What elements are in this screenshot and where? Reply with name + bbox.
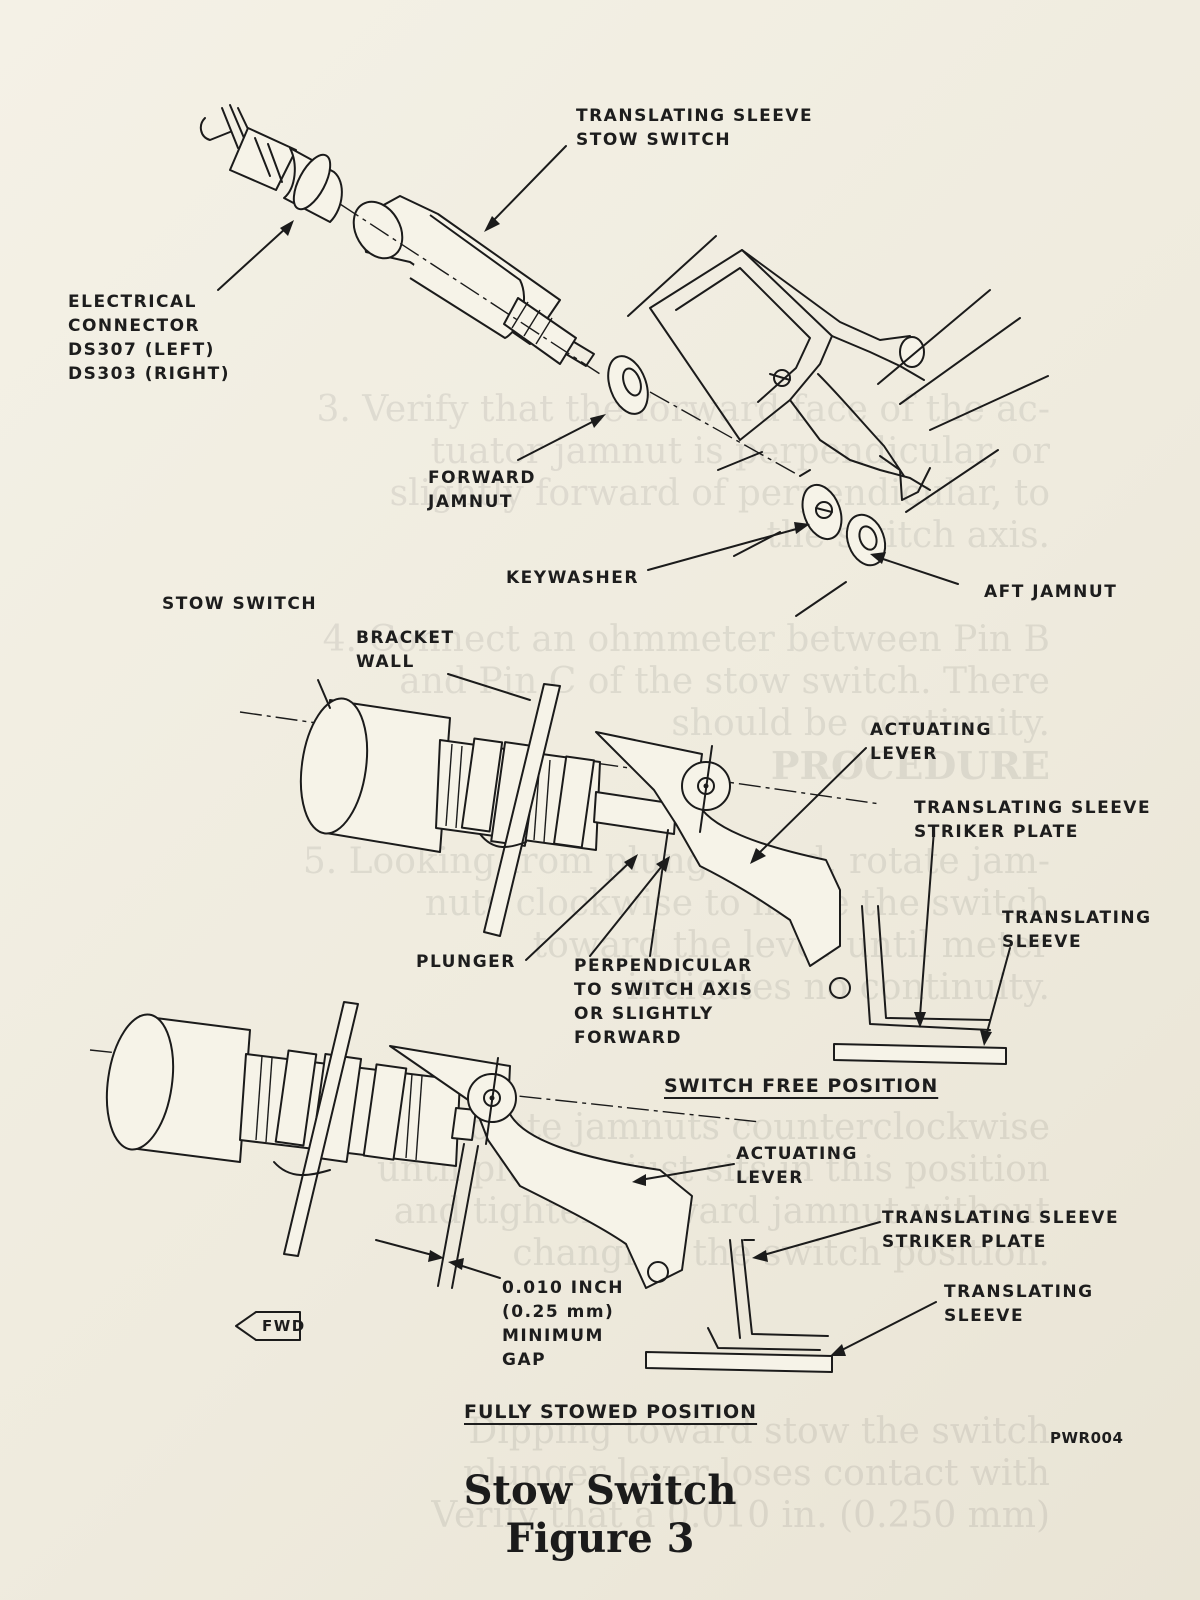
bleed-through-line: and Pin C of the stow switch. There — [399, 662, 1050, 702]
label-line: ACTUATING — [870, 720, 992, 740]
label-line: ELECTRICAL — [68, 292, 198, 312]
label-translating-sleeve: TRANSLATING SLEEVE — [944, 1280, 1094, 1328]
label-stow-switch: STOW SWITCH — [162, 594, 318, 614]
label-line: DS303 (RIGHT) — [68, 364, 230, 384]
label-translating-sleeve-stow-switch: TRANSLATING SLEEVE STOW SWITCH — [576, 104, 813, 152]
bleed-through-line: 4. Connect an ohmmeter between Pin B — [322, 620, 1050, 660]
label-line: SLEEVE — [944, 1306, 1025, 1326]
label-line: JAMNUT — [428, 492, 514, 512]
bleed-through-line: changing the switch position. — [512, 1234, 1050, 1274]
bleed-through-line: nuts clockwise to move the switch — [424, 884, 1050, 924]
bleed-through-line: indicates no continuity. — [626, 968, 1050, 1008]
fwd-arrow-label: FWD — [262, 1317, 306, 1335]
aft-jamnut-part — [845, 513, 887, 567]
bleed-through-line: should be continuity. — [671, 704, 1050, 744]
label-line: CONNECTOR — [68, 316, 201, 336]
heading-switch-free-position: SWITCH FREE POSITION — [664, 1075, 939, 1097]
label-line: TRANSLATING SLEEVE — [914, 798, 1152, 818]
figure-code: PWR004 — [1050, 1429, 1124, 1447]
label-actuating-lever: ACTUATING LEVER — [870, 718, 992, 766]
label-translating-sleeve: TRANSLATING SLEEVE — [1002, 906, 1152, 954]
label-striker-plate: TRANSLATING SLEEVE STRIKER PLATE — [914, 796, 1151, 844]
label-aft-jamnut: AFT JAMNUT — [984, 582, 1118, 602]
label-line: TRANSLATING SLEEVE — [576, 106, 814, 126]
stow-switch-part — [339, 195, 601, 375]
bleed-through-line: plunger lever loses contact with — [463, 1454, 1050, 1494]
label-striker-plate: TRANSLATING SLEEVE STRIKER PLATE — [882, 1206, 1119, 1254]
label-line: 0.010 INCH — [502, 1278, 624, 1298]
bleed-through-line: 3. Verify that the forward face of the a… — [316, 390, 1050, 430]
figure-title: Stow Switch — [463, 1467, 737, 1514]
bleed-through-line: PROCEDURE — [770, 746, 1050, 786]
label-line: BRACKET — [356, 628, 455, 648]
label-line: DS307 (LEFT) — [68, 340, 215, 360]
label-minimum-gap: 0.010 INCH (0.25 mm) MINIMUM GAP — [502, 1276, 624, 1372]
label-line: TRANSLATING — [944, 1282, 1094, 1302]
figure-number: Figure 3 — [505, 1515, 695, 1562]
label-line: OR SLIGHTLY — [574, 1004, 714, 1024]
fully-stowed-view — [89, 1001, 937, 1373]
bleed-through-line: until plunger just sits in this position — [376, 1150, 1050, 1190]
bleed-through-line: Verify that a 0.010 in. (0.250 mm) — [431, 1496, 1050, 1536]
label-line: TO SWITCH AXIS — [574, 980, 754, 1000]
label-line: WALL — [356, 652, 415, 672]
electrical-connector-part — [199, 104, 343, 223]
label-line: SLEEVE — [1002, 932, 1083, 952]
forward-jamnut-part — [607, 355, 649, 415]
label-line: FORWARD — [428, 468, 537, 488]
label-line: LEVER — [736, 1168, 804, 1188]
label-keywasher: KEYWASHER — [506, 568, 639, 588]
label-line: LEVER — [870, 744, 938, 764]
bleed-through-line: slightly forward of perpendicular, to — [389, 474, 1050, 514]
bleed-through-line: and tighten forward jamnut without — [393, 1192, 1050, 1232]
label-line: TRANSLATING — [1002, 908, 1152, 928]
bracket-part — [627, 235, 1049, 513]
label-bracket-wall: BRACKET WALL — [356, 626, 455, 674]
label-line: GAP — [502, 1350, 547, 1370]
keywasher-part — [801, 483, 843, 541]
label-actuating-lever: ACTUATING LEVER — [736, 1142, 858, 1190]
exploded-view — [199, 104, 1049, 617]
label-line: (0.25 mm) — [502, 1302, 615, 1322]
label-plunger: PLUNGER — [416, 952, 516, 972]
label-line: TRANSLATING SLEEVE — [882, 1208, 1120, 1228]
label-line: MINIMUM — [502, 1326, 604, 1346]
label-line: STRIKER PLATE — [882, 1232, 1047, 1252]
bleed-through-line: toward the lever until meter — [532, 926, 1050, 966]
label-line: ACTUATING — [736, 1144, 858, 1164]
label-line: STRIKER PLATE — [914, 822, 1079, 842]
label-perpendicular: PERPENDICULAR TO SWITCH AXIS OR SLIGHTLY… — [574, 954, 753, 1050]
label-line: PERPENDICULAR — [574, 956, 753, 976]
label-electrical-connector: ELECTRICAL CONNECTOR DS307 (LEFT) DS303 … — [68, 290, 230, 386]
bleed-through-line: Dipping toward stow the switch — [468, 1412, 1050, 1452]
label-line: FORWARD — [574, 1028, 683, 1048]
heading-fully-stowed-position: FULLY STOWED POSITION — [464, 1401, 758, 1423]
label-forward-jamnut: FORWARD JAMNUT — [428, 466, 536, 514]
switch-free-view — [239, 673, 1011, 1065]
label-line: STOW SWITCH — [576, 130, 732, 150]
